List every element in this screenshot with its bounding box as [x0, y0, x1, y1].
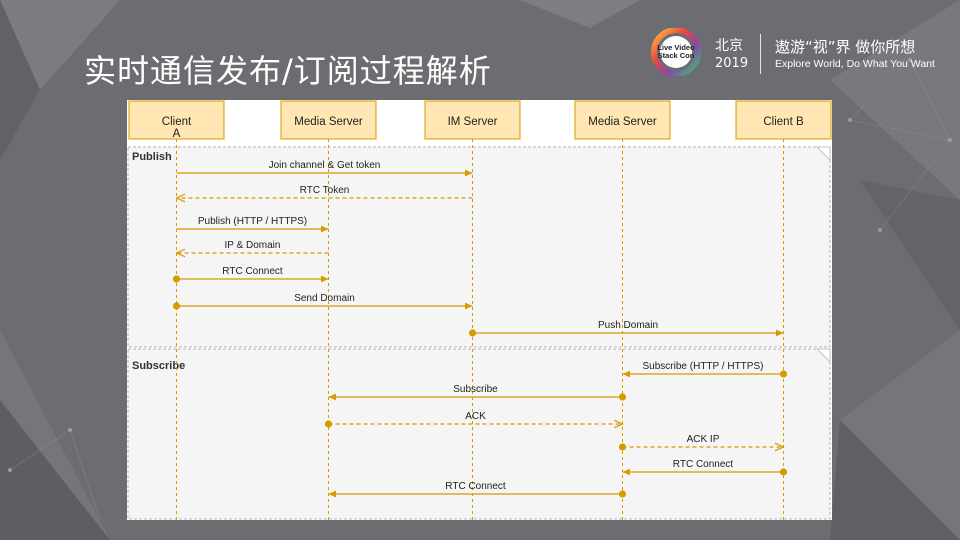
- fragment-subscribe-box: [127, 348, 831, 520]
- participant-im-server-box: [424, 100, 521, 140]
- participant-im-server-label: IM Server: [448, 116, 498, 128]
- message-start-dot: [779, 468, 788, 476]
- message-start-dot: [172, 275, 181, 283]
- message-12: RTC Connect: [622, 459, 788, 476]
- message-label: ACK IP: [687, 434, 720, 445]
- conference-logo: Live Video Stack Con: [651, 28, 701, 76]
- message-start-dot: [172, 302, 181, 310]
- sequence-diagram: Publish Subscribe Client A Media Server …: [127, 100, 832, 520]
- brand-tagline: Explore World, Do What You Want: [775, 58, 935, 70]
- message-start-dot: [618, 443, 627, 451]
- message-label: ACK: [465, 411, 486, 422]
- participant-media-server-1-box: [280, 100, 377, 140]
- message-start-dot: [779, 370, 788, 378]
- message-4: IP & Domain: [177, 240, 329, 253]
- fragment-subscribe-label: Subscribe: [132, 360, 185, 372]
- brand-city: 北京: [715, 38, 743, 54]
- fragment-publish-box: [127, 146, 831, 348]
- message-label: Subscribe (HTTP / HTTPS): [643, 361, 764, 372]
- message-8: Subscribe (HTTP / HTTPS): [622, 361, 788, 378]
- message-label: RTC Connect: [673, 459, 734, 470]
- message-7: Push Domain: [468, 320, 784, 337]
- participant-client-b: Client B: [735, 100, 832, 140]
- message-start-dot: [324, 420, 333, 428]
- participant-media-server-1-label: Media Server: [294, 116, 363, 128]
- message-3: Publish (HTTP / HTTPS): [176, 216, 329, 233]
- message-label: IP & Domain: [225, 240, 281, 251]
- message-label: RTC Token: [300, 185, 350, 196]
- message-start-dot: [618, 490, 627, 498]
- message-label: Subscribe: [453, 384, 498, 395]
- participant-client-a-box: [128, 100, 225, 140]
- message-label: RTC Connect: [222, 266, 283, 277]
- fragment-publish: Publish: [127, 146, 831, 348]
- message-1: Join channel & Get token: [176, 160, 473, 177]
- message-label: Publish (HTTP / HTTPS): [198, 216, 307, 227]
- message-13: RTC Connect: [328, 481, 627, 498]
- logo-text-line2: Stack Con: [658, 51, 695, 60]
- fragment-subscribe: Subscribe: [127, 348, 831, 520]
- message-label: RTC Connect: [445, 481, 506, 492]
- message-label: Send Domain: [294, 293, 355, 304]
- message-6: Send Domain: [172, 293, 473, 310]
- message-start-dot: [468, 329, 477, 337]
- message-2: RTC Token: [177, 185, 473, 198]
- message-start-dot: [618, 393, 627, 401]
- message-11: ACK IP: [618, 434, 784, 451]
- message-label: Push Domain: [598, 320, 658, 331]
- participant-client-b-box: [735, 100, 832, 140]
- participant-media-server-2-label: Media Server: [588, 116, 657, 128]
- brand-year: 2019: [715, 56, 749, 71]
- fragment-publish-label: Publish: [132, 151, 172, 163]
- logo-text-line1: Live Video: [657, 43, 695, 52]
- participant-media-server-2: Media Server: [574, 100, 671, 140]
- message-label: Join channel & Get token: [269, 160, 381, 171]
- participant-im-server: IM Server: [424, 100, 521, 140]
- message-5: RTC Connect: [172, 266, 329, 283]
- participant-client-a-sublabel: A: [173, 128, 181, 140]
- fragment-publish-corner: [816, 146, 831, 161]
- participant-client-a-label: Client: [162, 116, 192, 128]
- participant-client-a: Client A: [128, 100, 225, 140]
- participant-media-server-2-box: [574, 100, 671, 140]
- message-10: ACK: [324, 411, 623, 428]
- participant-media-server-1: Media Server: [280, 100, 377, 140]
- fragment-subscribe-corner: [816, 348, 831, 363]
- message-9: Subscribe: [328, 384, 627, 401]
- brand-divider: [760, 34, 761, 74]
- brand-slogan: 遨游“视”界 做你所想: [775, 38, 916, 56]
- slide-title: 实时通信发布/订阅过程解析: [84, 52, 492, 90]
- participant-client-b-label: Client B: [763, 116, 804, 128]
